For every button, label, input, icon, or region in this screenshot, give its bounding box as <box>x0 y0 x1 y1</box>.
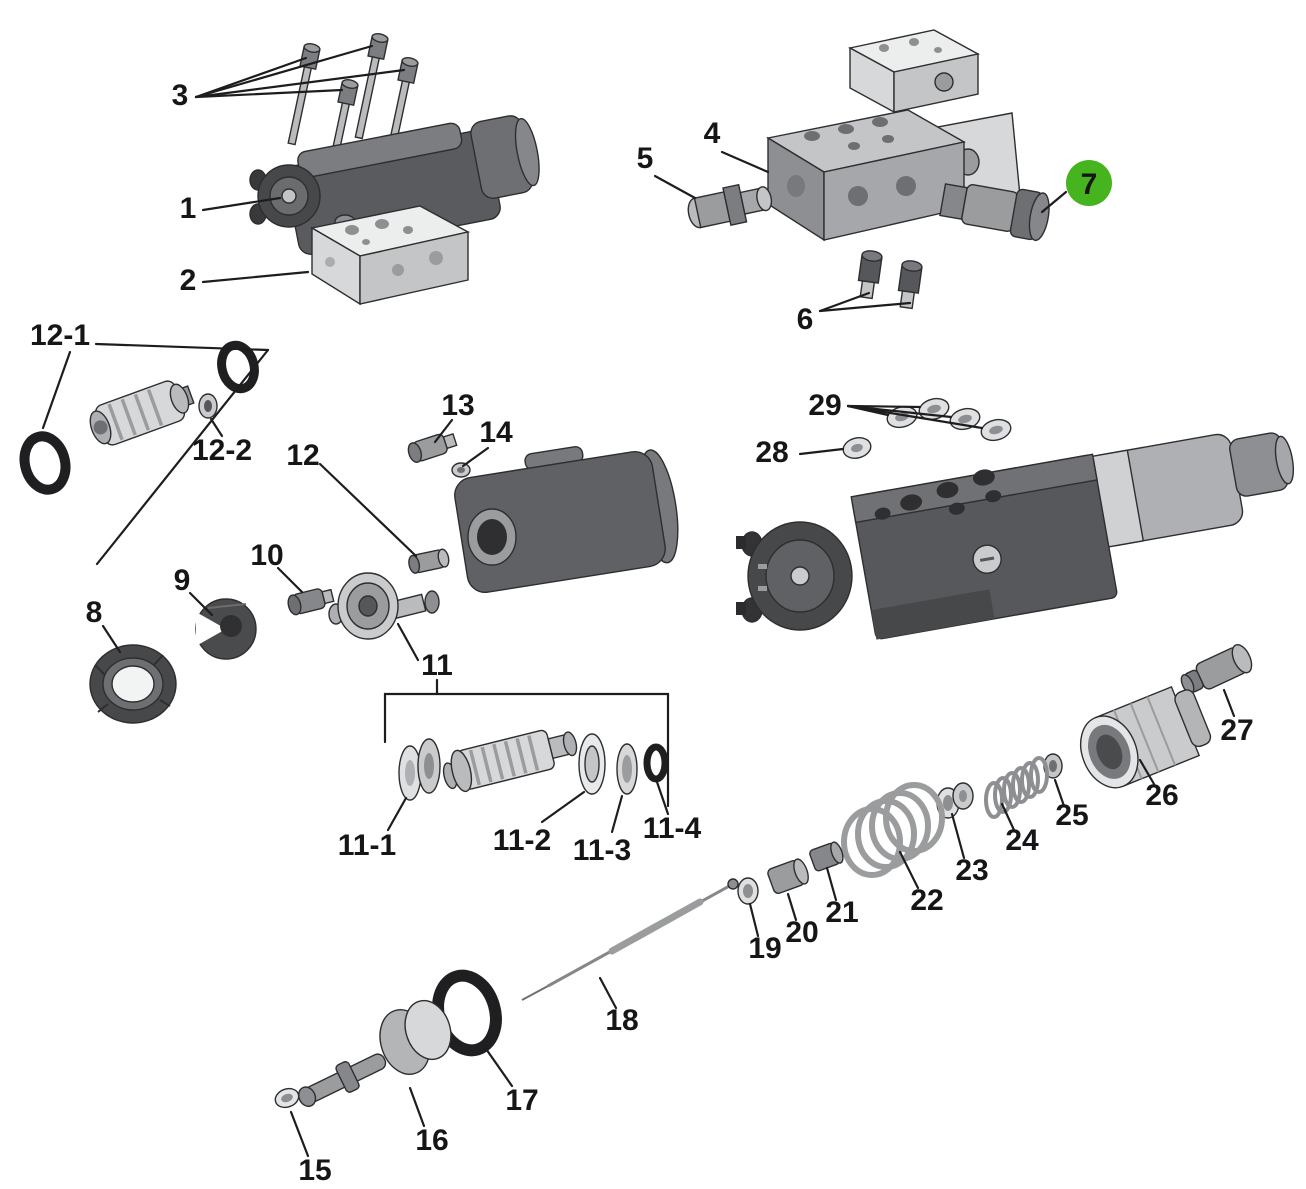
callout-23: 23 <box>955 854 988 887</box>
part-19-graphic <box>737 877 759 905</box>
part-14-graphic <box>451 462 471 478</box>
part-13-graphic <box>407 432 458 463</box>
callout-25: 25 <box>1055 799 1088 832</box>
upper-block-graphic <box>848 29 980 114</box>
callout-11-2: 11-2 <box>493 824 551 857</box>
part-11-graphic <box>328 572 440 640</box>
valve-cylinder-graphic <box>454 446 679 594</box>
part-21-graphic <box>809 841 844 872</box>
callouts-layer: 1 2 3 4 5 6 7 8 9 10 11 11-1 11-2 11-3 1… <box>30 79 1254 1187</box>
part-15-graphic <box>274 1087 300 1109</box>
part-11-2-graphic <box>578 733 606 795</box>
callout-10: 10 <box>250 539 283 572</box>
callout-22: 22 <box>910 884 943 917</box>
part-28-graphic <box>842 437 872 459</box>
callout-6: 6 <box>797 303 814 336</box>
callout-21: 21 <box>825 896 858 929</box>
part-18-graphic <box>521 878 739 1001</box>
part-7-hotspot[interactable]: 7 <box>1066 160 1112 206</box>
callout-11-1: 11-1 <box>338 829 396 862</box>
part-11-spool-graphic <box>442 729 578 793</box>
callout-26: 26 <box>1145 779 1178 812</box>
callout-18: 18 <box>605 1004 638 1037</box>
part-10-graphic <box>287 588 335 616</box>
callout-28: 28 <box>755 436 788 469</box>
callout-8: 8 <box>86 596 103 629</box>
leader-lines <box>41 44 1236 1158</box>
part-22-graphic <box>841 782 945 878</box>
part-7-graphic <box>939 183 1050 242</box>
part-29-graphic <box>886 397 1012 442</box>
callout-14: 14 <box>479 416 513 449</box>
callout-29: 29 <box>808 389 841 422</box>
callout-2: 2 <box>180 264 197 297</box>
part-20-graphic <box>767 858 809 894</box>
part-6-graphic <box>857 250 923 310</box>
callout-17: 17 <box>505 1084 538 1117</box>
part-16-graphic <box>297 999 452 1108</box>
parts-layer <box>19 29 1295 1109</box>
callout-11-3: 11-3 <box>573 834 631 867</box>
part-12-seat-graphic <box>408 548 450 574</box>
callout-11-4: 11-4 <box>643 812 702 845</box>
callout-7[interactable]: 7 <box>1081 168 1098 201</box>
callout-12: 12 <box>286 439 319 472</box>
part-27-graphic <box>1180 643 1253 695</box>
part-12-1-graphic <box>19 340 259 495</box>
callout-20: 20 <box>785 916 818 949</box>
callout-9: 9 <box>174 564 191 597</box>
part-8-graphic <box>89 644 177 724</box>
part-5-graphic <box>687 183 773 229</box>
callout-24: 24 <box>1005 824 1039 857</box>
part-24-graphic <box>984 756 1049 819</box>
highlight-circle[interactable] <box>1066 160 1112 206</box>
assembled-gun-graphic <box>736 432 1295 640</box>
part-11-1-graphic <box>398 738 441 801</box>
part-26-graphic <box>1079 685 1212 789</box>
callout-12-1: 12-1 <box>30 319 90 352</box>
callout-16: 16 <box>415 1124 448 1157</box>
callout-27: 27 <box>1220 714 1253 747</box>
part-2-graphic <box>310 205 470 306</box>
callout-11: 11 <box>421 649 453 682</box>
callout-13: 13 <box>441 389 474 422</box>
callout-5: 5 <box>637 142 654 175</box>
part-11-3-graphic <box>616 743 638 795</box>
callout-15: 15 <box>298 1154 331 1187</box>
callout-4: 4 <box>704 117 721 150</box>
callout-3: 3 <box>172 79 189 112</box>
callout-19: 19 <box>748 932 781 965</box>
callout-1: 1 <box>180 192 197 225</box>
part-11-4-graphic <box>643 743 669 783</box>
callout-12-2: 12-2 <box>192 434 252 467</box>
part-3-graphic <box>287 33 419 182</box>
